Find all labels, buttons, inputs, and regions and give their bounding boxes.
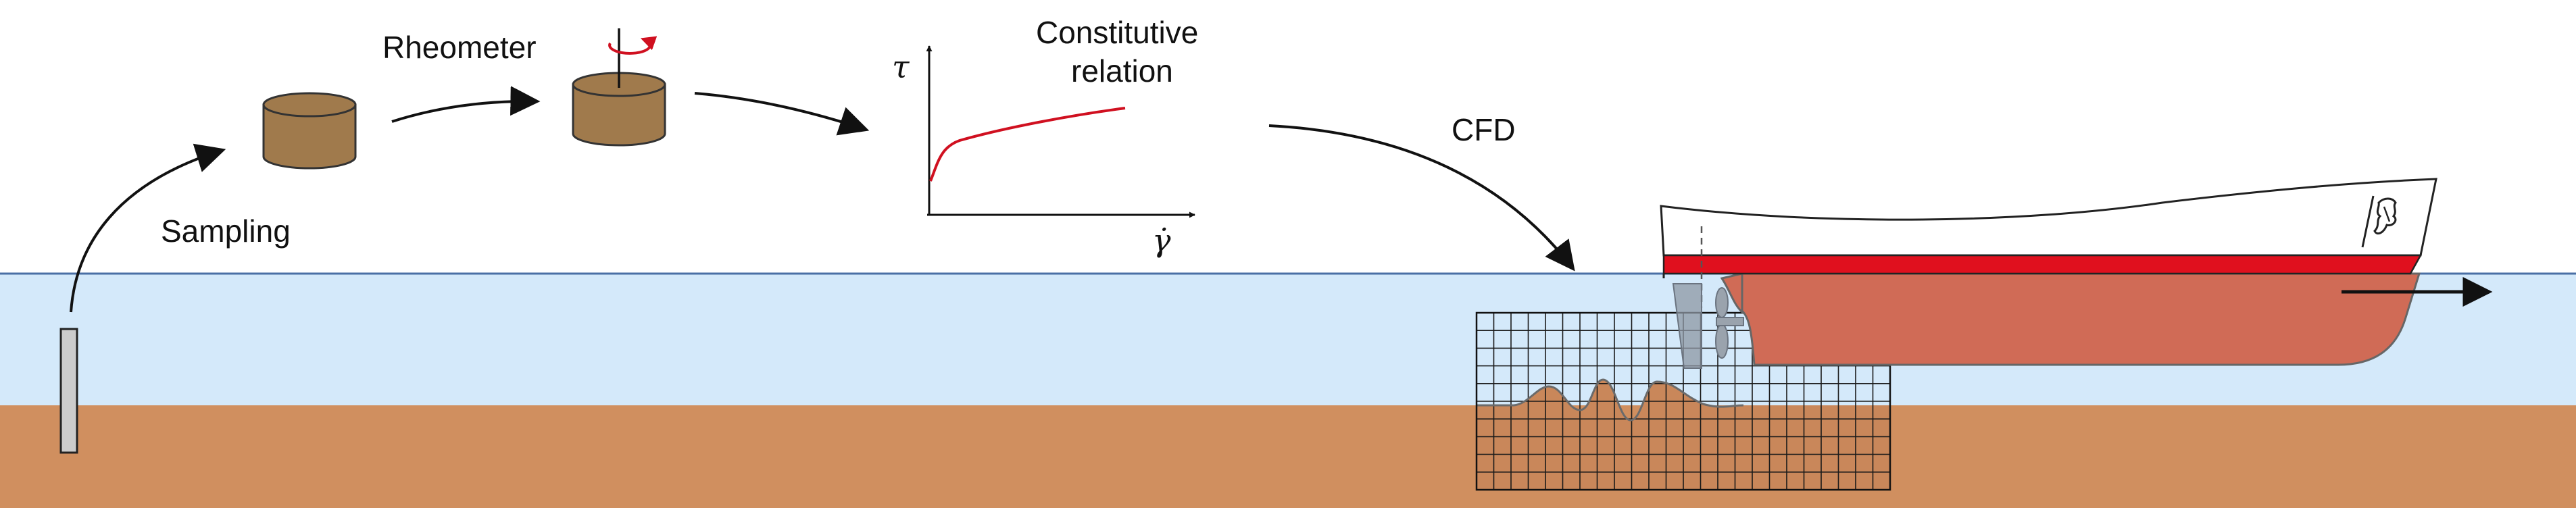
ship-boot-stripe: [1662, 254, 2423, 275]
flow-curve: [929, 107, 1126, 182]
arrow-to-rheometer: [391, 86, 541, 123]
ship-topside: [1660, 178, 2437, 257]
rudder: [1672, 283, 1702, 369]
constitutive-plot: τ γ̇: [892, 45, 1195, 259]
ship-icon: [1660, 178, 2437, 369]
sampling-label: Sampling: [161, 213, 291, 249]
mud-interface-profile: [1477, 378, 1744, 422]
sampling-arrow: [70, 143, 226, 313]
constitutive-label-line2: relation: [1071, 53, 1173, 88]
x-axis-symbol: γ̇: [1152, 222, 1171, 259]
sample-cylinder: [262, 92, 357, 170]
core-sampler-icon: [59, 328, 78, 454]
propeller: [1715, 287, 1744, 359]
rotation-arrow-icon: [608, 36, 658, 55]
flanders-lion-logo-icon: [2361, 195, 2397, 248]
constitutive-label-line1: Constitutive: [1036, 15, 1198, 50]
rheometer-label: Rheometer: [382, 30, 537, 65]
arrow-to-cfd: [1268, 124, 1575, 272]
cfd-label: CFD: [1452, 112, 1516, 147]
y-axis-symbol: τ: [892, 49, 910, 85]
arrow-to-plot: [694, 92, 870, 136]
mud-layer: [0, 405, 2576, 508]
ship-hull-underwater: [1741, 272, 2421, 366]
